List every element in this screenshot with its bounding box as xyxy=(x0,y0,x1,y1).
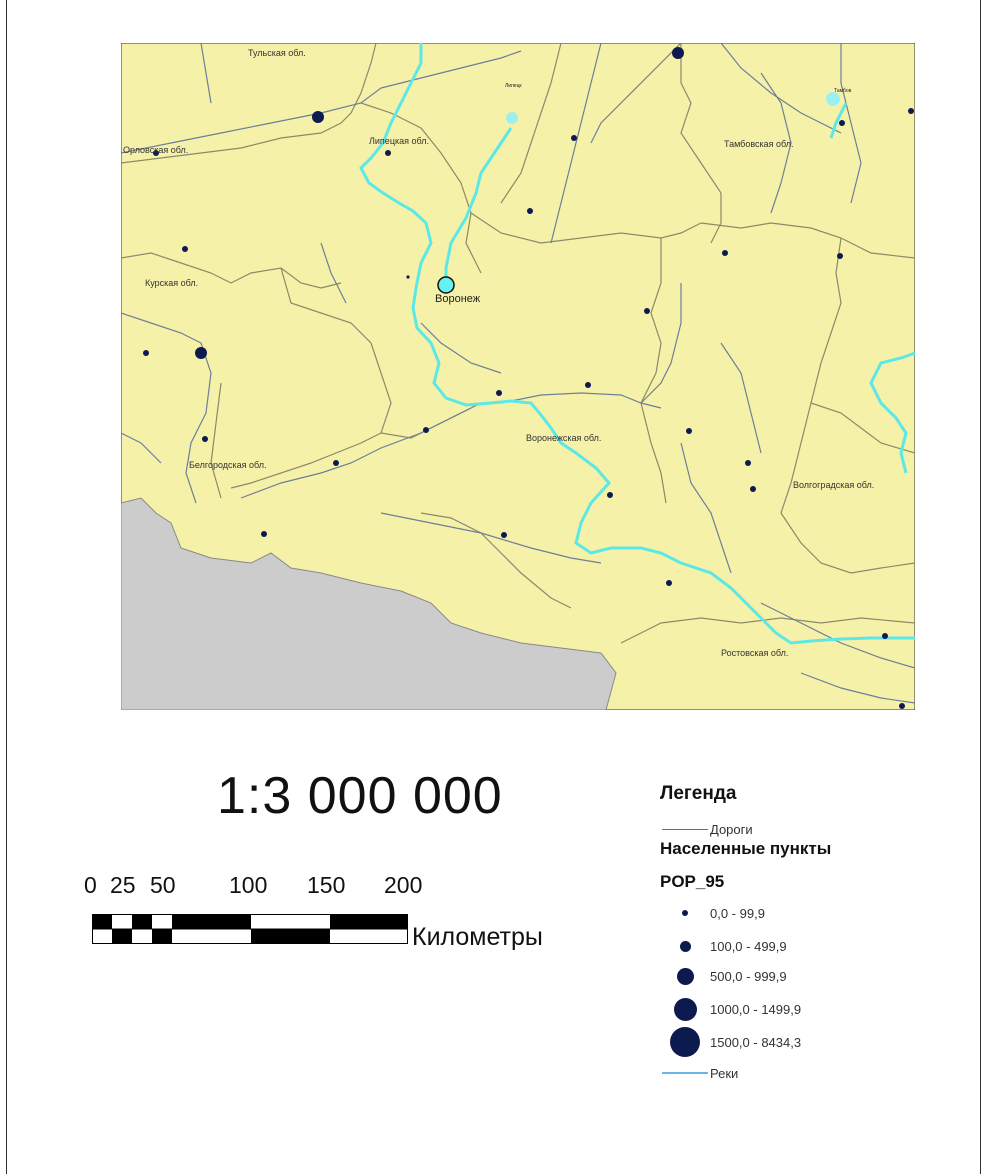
road-line-icon xyxy=(660,814,710,844)
settlements-layer xyxy=(143,47,914,709)
legend-settlements-title: Населенные пункты xyxy=(660,839,832,858)
dot-icon xyxy=(660,994,710,1024)
legend-class-label: 500,0 - 999,9 xyxy=(710,968,787,984)
town-marker[interactable] xyxy=(686,428,692,434)
region-label-voronezh: Воронежская обл. xyxy=(526,433,601,443)
town-marker[interactable] xyxy=(333,460,339,466)
town-marker[interactable] xyxy=(644,308,650,314)
town-marker[interactable] xyxy=(607,492,613,498)
region-label-kursk: Курская обл. xyxy=(145,278,198,288)
scale-tick: 200 xyxy=(384,872,423,898)
region-label-tambov: Тамбовская обл. xyxy=(724,139,794,149)
town-marker[interactable] xyxy=(839,120,845,126)
legend-class-5: 1500,0 - 8434,3 xyxy=(660,1027,802,1057)
foreign-territory xyxy=(121,497,617,710)
page-frame xyxy=(6,0,981,1174)
town-marker[interactable] xyxy=(585,382,591,388)
town-marker[interactable] xyxy=(143,350,149,356)
dot-icon xyxy=(660,1027,710,1057)
scale-unit: Километры xyxy=(412,923,543,951)
legend-class-4: 1000,0 - 1499,9 xyxy=(660,997,802,1021)
city-label-lipetsk: Липецк xyxy=(505,83,522,89)
rivers-layer xyxy=(359,43,915,645)
scale-bar-graphic xyxy=(92,914,408,944)
town-marker[interactable] xyxy=(501,532,507,538)
legend-class-label: 1500,0 - 8434,3 xyxy=(710,1034,802,1050)
legend-title: Легенда xyxy=(660,783,737,804)
legend-class-label: 1000,0 - 1499,9 xyxy=(710,1001,802,1017)
legend-field-name: POP_95 xyxy=(660,872,725,891)
legend-class-3: 500,0 - 999,9 xyxy=(660,966,787,986)
town-marker[interactable] xyxy=(745,460,751,466)
region-label-orel: Орловская обл. xyxy=(123,145,188,155)
legend-item-rivers: Реки xyxy=(660,1063,738,1083)
scale-tick: 50 xyxy=(150,872,176,898)
scale-tick: 150 xyxy=(307,872,346,898)
town-marker[interactable] xyxy=(666,580,672,586)
city-label-tambov: Тамбов xyxy=(834,88,852,94)
voronezh-marker[interactable] xyxy=(437,276,455,294)
tambov-marker[interactable] xyxy=(826,92,840,106)
town-marker[interactable] xyxy=(899,703,905,709)
scale-tick: 0 xyxy=(84,872,97,898)
town-marker[interactable] xyxy=(202,436,208,442)
dot-icon xyxy=(660,898,710,928)
city-marker[interactable] xyxy=(195,347,207,359)
legend-class-label: 0,0 - 99,9 xyxy=(710,905,765,921)
dot-icon xyxy=(660,961,710,991)
scale-ratio: 1:3 000 000 xyxy=(217,767,503,825)
legend-rivers-label: Реки xyxy=(710,1065,739,1081)
scale-tick: 100 xyxy=(229,872,268,898)
region-label-lipetsk: Липецкая обл. xyxy=(369,136,429,146)
dot-icon xyxy=(660,931,710,961)
town-marker[interactable] xyxy=(722,250,728,256)
town-marker[interactable] xyxy=(882,633,888,639)
town-marker[interactable] xyxy=(908,108,914,114)
capitals-layer xyxy=(437,92,840,294)
town-marker[interactable] xyxy=(837,253,843,259)
town-marker[interactable] xyxy=(527,208,533,214)
town-marker[interactable] xyxy=(153,150,159,156)
region-labels: Тульская обл. Орловская обл. Липецкая об… xyxy=(123,48,874,658)
legend-class-1: 0,0 - 99,9 xyxy=(660,903,765,923)
city-marker[interactable] xyxy=(672,47,684,59)
lipetsk-marker[interactable] xyxy=(506,112,518,124)
city-marker[interactable] xyxy=(312,111,324,123)
legend-class-label: 100,0 - 499,9 xyxy=(710,938,787,954)
legend-item-roads: Дороги xyxy=(660,819,753,839)
town-marker[interactable] xyxy=(571,135,577,141)
map-canvas[interactable]: Тульская обл. Орловская обл. Липецкая об… xyxy=(121,43,915,710)
scale-tick: 25 xyxy=(110,872,136,898)
legend: Легенда Дороги Населенные пункты POP_95 … xyxy=(660,783,960,1081)
town-marker[interactable] xyxy=(261,531,267,537)
town-marker[interactable] xyxy=(182,246,188,252)
legend-class-2: 100,0 - 499,9 xyxy=(660,936,787,956)
town-marker[interactable] xyxy=(496,390,502,396)
region-label-rostov: Ростовская обл. xyxy=(721,648,788,658)
town-marker[interactable] xyxy=(406,275,410,279)
town-marker[interactable] xyxy=(423,427,429,433)
region-label-volgograd: Волгоградская обл. xyxy=(793,480,874,490)
roads-layer xyxy=(121,43,915,704)
map-frame[interactable]: Тульская обл. Орловская обл. Липецкая об… xyxy=(121,43,915,710)
region-label-tula: Тульская обл. xyxy=(248,48,306,58)
region-label-belgorod: Белгородская обл. xyxy=(189,460,267,470)
river-line-icon xyxy=(660,1058,710,1088)
legend-roads-label: Дороги xyxy=(710,821,753,837)
town-marker[interactable] xyxy=(385,150,391,156)
city-label-voronezh: Воронеж xyxy=(435,293,481,305)
town-marker[interactable] xyxy=(750,486,756,492)
